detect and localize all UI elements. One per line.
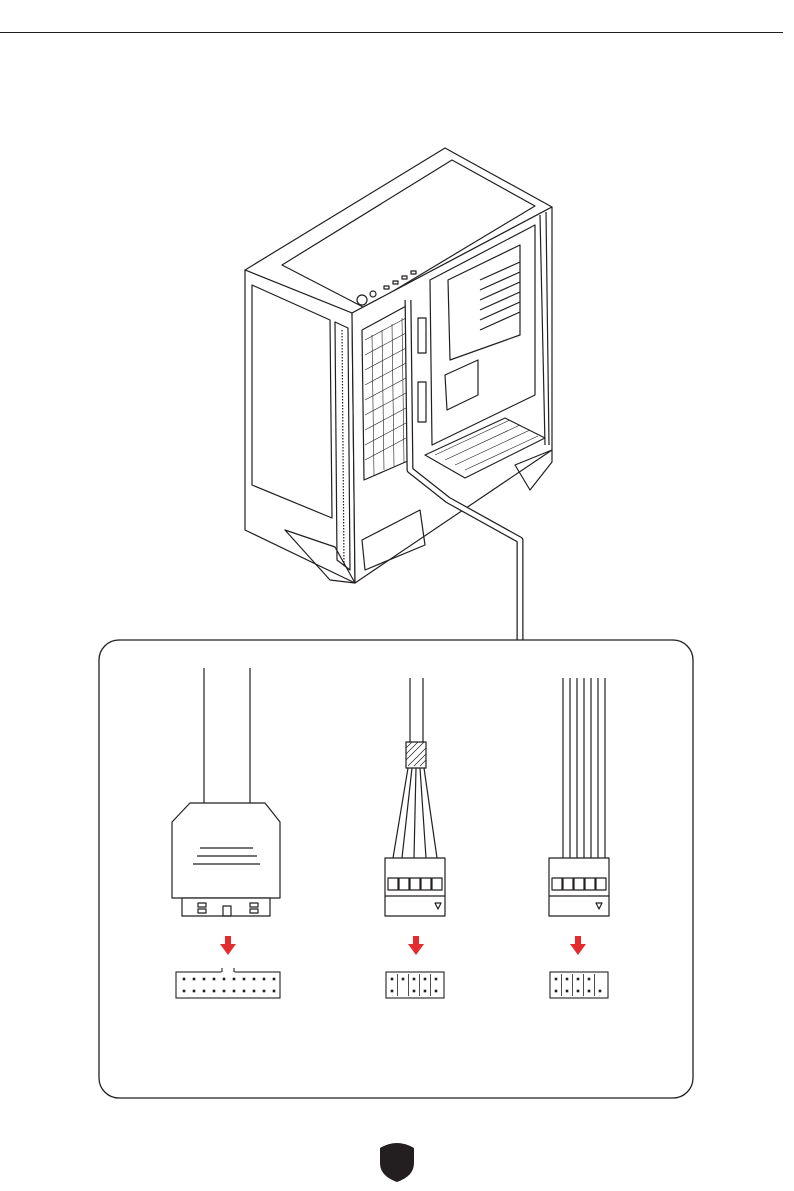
usb-pin: [223, 990, 226, 993]
audio-pin: [402, 978, 405, 981]
usb-pin: [243, 978, 246, 981]
arrow-down-icon: [408, 936, 424, 955]
audio-pin: [435, 978, 438, 981]
front-panel-pin: [588, 990, 591, 993]
front-panel-pin: [566, 978, 569, 981]
usb-pin-header: [176, 968, 280, 998]
audio-pin: [424, 978, 427, 981]
front-panel-connector-icon: [549, 678, 609, 916]
usb-pin: [253, 978, 256, 981]
pc-case-icon: [245, 148, 552, 640]
usb-pin: [273, 990, 276, 993]
page-number: [374, 1140, 420, 1180]
usb-pin: [183, 990, 186, 993]
usb-pin: [203, 990, 206, 993]
usb-pin: [203, 978, 206, 981]
arrow-down-icon: [570, 936, 586, 955]
audio-pin-header: [386, 972, 444, 998]
usb-pin: [183, 978, 186, 981]
usb-pin: [233, 990, 236, 993]
hd-audio-connector-icon: [385, 678, 445, 916]
front-panel-pin-header: [550, 972, 608, 998]
audio-pin: [413, 978, 416, 981]
front-panel-pin: [599, 990, 602, 993]
usb-connector-icon: [172, 668, 280, 916]
audio-pin: [424, 990, 427, 993]
usb-pin: [193, 990, 196, 993]
usb-pin: [193, 978, 196, 981]
usb-pin: [263, 978, 266, 981]
usb-pin: [243, 990, 246, 993]
front-panel-pin: [577, 990, 580, 993]
front-panel-pin: [555, 990, 558, 993]
usb-pin: [233, 978, 236, 981]
usb-pin: [273, 978, 276, 981]
usb-pin: [263, 990, 266, 993]
front-panel-pin: [566, 990, 569, 993]
usb-pin: [213, 990, 216, 993]
audio-pin: [391, 990, 394, 993]
usb-pin: [223, 978, 226, 981]
audio-pin: [435, 990, 438, 993]
usb-pin: [253, 990, 256, 993]
audio-pin: [413, 990, 416, 993]
usb-pin: [213, 978, 216, 981]
front-panel-pin: [588, 978, 591, 981]
front-panel-pin: [577, 978, 580, 981]
audio-pin: [391, 978, 394, 981]
arrow-down-icon: [220, 936, 236, 955]
front-panel-pin: [555, 978, 558, 981]
